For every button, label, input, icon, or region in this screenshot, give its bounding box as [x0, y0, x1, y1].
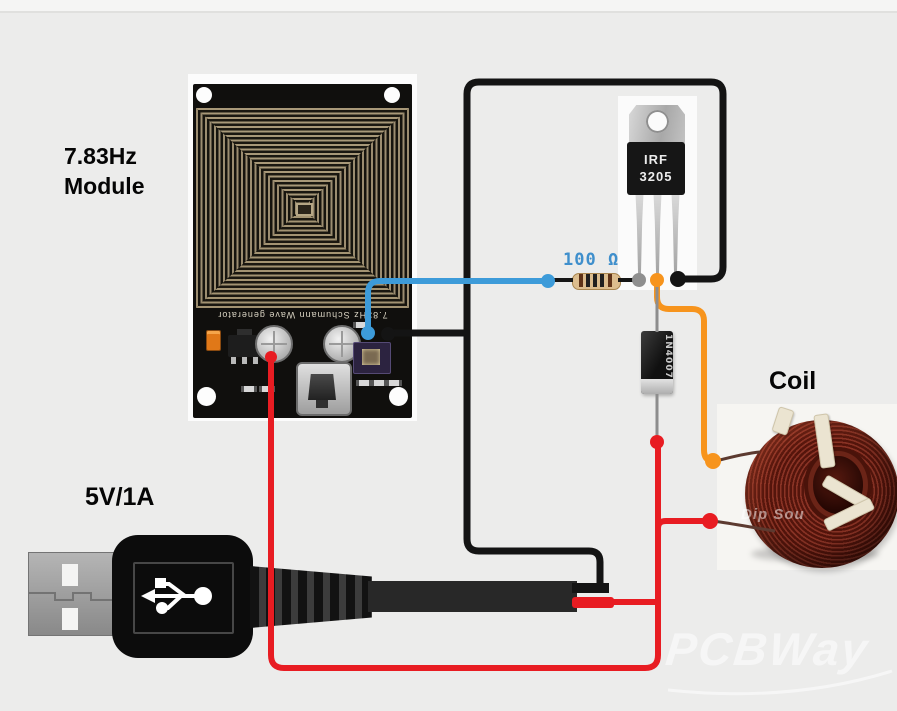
- cable-black-lead: [572, 583, 609, 593]
- transistor-body: IRF 3205: [627, 142, 685, 195]
- smd-component: [386, 380, 402, 386]
- ic-chip: [353, 342, 391, 374]
- usb-plug-overmold: [112, 535, 253, 658]
- led-indicator: [206, 330, 221, 351]
- smd-component: [259, 386, 275, 392]
- smd-component: [356, 380, 372, 386]
- transistor-drain-leg: [653, 195, 662, 282]
- resistor-band: [608, 274, 612, 287]
- regulator-pin: [231, 357, 236, 364]
- power-label: 5V/1A: [85, 483, 155, 511]
- transistor-tab-hole: [646, 110, 669, 133]
- cable-red-lead: [572, 597, 614, 608]
- wire-red-coil-branch: [655, 518, 708, 529]
- mounting-hole: [197, 387, 216, 406]
- usb-plug-hole: [62, 564, 78, 586]
- resistor-body: [572, 273, 621, 290]
- usb-logo-panel: [133, 562, 234, 634]
- usb-plug-hole: [62, 608, 78, 630]
- resistor-band: [579, 274, 583, 287]
- top-strip: [0, 0, 897, 13]
- module-label: 7.83Hz Module: [64, 141, 145, 201]
- pcbway-watermark: PCBWay: [663, 623, 872, 675]
- module-pcb: 7.83Hz Schumann Wave generator: [193, 84, 412, 418]
- spiral-antenna: [196, 108, 409, 308]
- antenna-center-pad: [296, 203, 313, 216]
- smd-component: [241, 386, 257, 392]
- transistor-part-line2: 3205: [639, 169, 673, 184]
- coil-label: Coil: [769, 367, 817, 395]
- transistor-gate-leg: [635, 195, 644, 282]
- transistor-photo: IRF 3205: [618, 96, 697, 290]
- electrolytic-capacitor: [255, 325, 293, 363]
- usb-cable: [368, 581, 577, 612]
- resistor-band: [586, 274, 590, 287]
- diode-red-junction-dot: [650, 435, 664, 449]
- smd-component: [353, 322, 369, 328]
- resistor-input-dot: [541, 274, 555, 288]
- usb-plug-seam: [29, 592, 115, 601]
- module-silkscreen-text: 7.83Hz Schumann Wave generator: [217, 310, 388, 320]
- coil-photo: Dip Sou: [717, 404, 897, 570]
- regulator-pin: [253, 357, 258, 364]
- module-label-line1: 7.83Hz: [64, 143, 137, 169]
- regulator-pin: [242, 357, 247, 364]
- diode-body: 1N4007: [641, 331, 673, 394]
- coil-photo-watermark: Dip Sou: [741, 506, 805, 523]
- resistor-band: [600, 274, 604, 287]
- diode-part-label: 1N4007: [663, 333, 673, 379]
- usb-trident-icon: [141, 578, 212, 614]
- module-photo: 7.83Hz Schumann Wave generator: [188, 74, 417, 421]
- mounting-hole: [196, 87, 212, 103]
- module-label-line2: Module: [64, 173, 145, 199]
- mounting-hole: [389, 387, 408, 406]
- mounting-hole: [384, 87, 400, 103]
- usb-plug-metal: [28, 552, 115, 636]
- diode-cathode-band: [641, 379, 673, 394]
- voltage-regulator: [228, 329, 261, 364]
- transistor-part-line1: IRF: [644, 152, 668, 167]
- cable-strain-relief: [250, 566, 372, 628]
- smd-component: [371, 380, 387, 386]
- coil-bottom-terminal-dot: [702, 513, 718, 529]
- mini-usb-connector: [296, 362, 352, 416]
- resistor-band: [593, 274, 597, 287]
- transistor-source-leg: [671, 195, 680, 282]
- resistor-value-label: 100 Ω: [563, 250, 620, 270]
